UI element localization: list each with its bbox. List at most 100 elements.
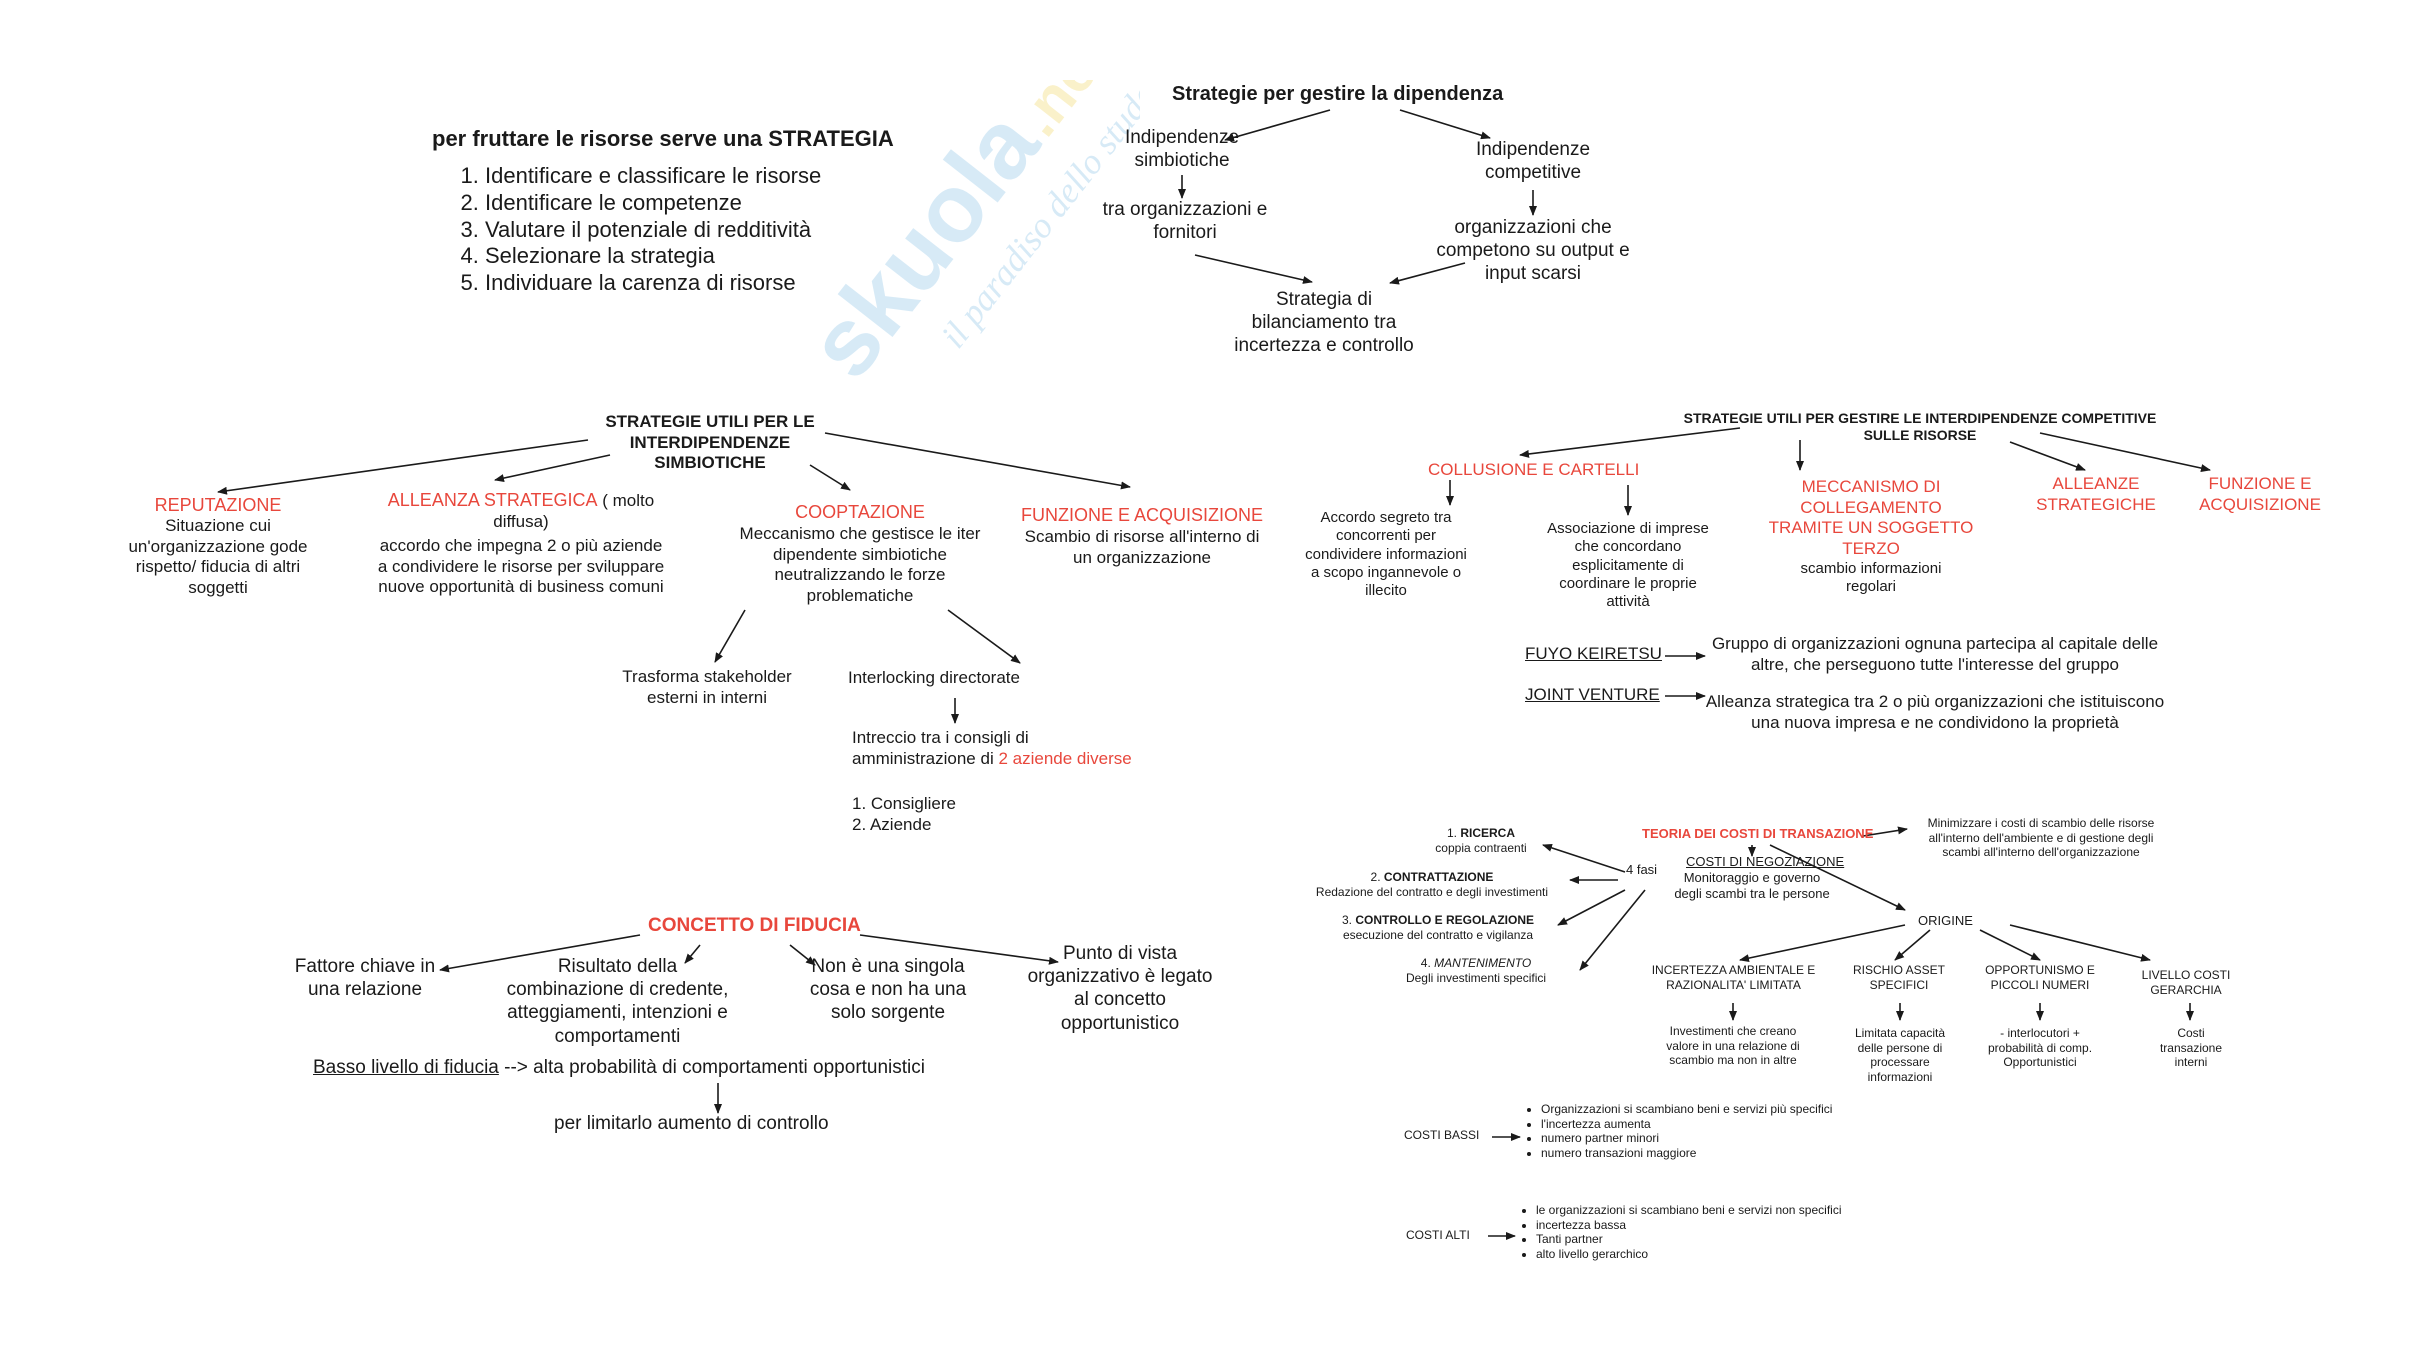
costi-alti-label: COSTI ALTI: [1406, 1228, 1470, 1242]
fiducia-node-4: Punto di vista organizzativo è legato al…: [1027, 943, 1213, 1034]
origine-gerarchia-title: LIVELLO COSTI GERARCHIA: [2141, 968, 2231, 997]
competitive-sub-node: organizzazioni che competono su output e…: [1436, 217, 1630, 285]
meccanismo-title: MECCANISMO DI COLLEGAMENTO TRAMITE UN SO…: [1768, 477, 1974, 559]
competitive-strategies-title: STRATEGIE UTILI PER GESTIRE LE INTERDIPE…: [1683, 410, 2157, 444]
strategy-step: Selezionare la strategia: [485, 243, 821, 270]
arrow-fasi-f1: [1542, 844, 1626, 873]
strategy-step: Identificare le competenze: [485, 190, 821, 217]
jv-label: JOINT VENTURE: [1525, 685, 1660, 704]
costi-bassi-item: numero transazioni maggiore: [1541, 1146, 1832, 1161]
fase-2: 2. CONTRATTAZIONE Redazione del contratt…: [1296, 870, 1568, 899]
dipendenza-title: Strategie per gestire la dipendenza: [1172, 83, 1504, 105]
strategy-step: Valutare il potenziale di redditività: [485, 217, 821, 244]
arrow-orig-o3: [1979, 929, 2041, 961]
collusione-title: COLLUSIONE E CARTELLI: [1428, 460, 1640, 479]
strategy-step: Identificare e classificare le risorse: [485, 163, 821, 190]
fiducia-node-1: Fattore chiave in una relazione: [294, 956, 436, 1001]
arrow-orig-o2: [1894, 929, 1931, 961]
fusione-desc: Scambio di risorse all'interno di un org…: [1024, 527, 1260, 567]
watermark-suffix: .net: [1004, 80, 1122, 148]
bilanciamento-node: Strategia di bilanciamento tra incertezz…: [1234, 289, 1414, 357]
arrow-fasi-f4: [1579, 889, 1646, 971]
basso-livello-label: Basso livello di fiducia: [313, 1057, 499, 1078]
fusione-title: FUNZIONE E ACQUISIZIONE: [1020, 505, 1264, 525]
arrow-coop-interlock: [947, 609, 1021, 664]
intreccio-text: Intreccio tra i consigli di amministrazi…: [852, 728, 1029, 768]
fase-2-label: 2. CONTRATTAZIONE: [1370, 870, 1494, 884]
fase-2-desc: Redazione del contratto e degli investim…: [1315, 884, 1549, 899]
costi-alti-item: le organizzazioni si scambiano beni e se…: [1536, 1203, 1841, 1218]
fase-4-desc: Degli investimenti specifici: [1405, 970, 1547, 985]
quattro-fasi: 4 fasi: [1626, 862, 1658, 877]
arrow-dip-comp: [1399, 109, 1491, 140]
reputazione-desc: Situazione cui un'organizzazione gode ri…: [128, 516, 308, 598]
fuyo-label: FUYO KEIRETSU: [1525, 644, 1662, 663]
fase-1-desc: coppia contraenti: [1435, 840, 1527, 855]
origine-opportunismo-title: OPPORTUNISMO E PICCOLI NUMERI: [1985, 963, 2095, 992]
costi-alti-list: le organizzazioni si scambiano beni e se…: [1518, 1203, 1841, 1262]
fase-1-label: 1. RICERCA: [1446, 826, 1515, 840]
fase-4: 4. MANTENIMENTO Degli investimenti speci…: [1376, 956, 1576, 985]
cooptazione-title: COOPTAZIONE: [795, 502, 925, 522]
costi-bassi-label: COSTI BASSI: [1404, 1128, 1480, 1142]
costi-alti-item: alto livello gerarchico: [1536, 1247, 1841, 1262]
origine-gerarchia-desc: Costi transazione interni: [2159, 1026, 2223, 1070]
tct-title: TEORIA DEI COSTI DI TRANSAZIONE: [1642, 826, 1874, 841]
alleanza-desc: accordo che impegna 2 o più aziende a co…: [377, 536, 665, 597]
jv-desc: Alleanza strategica tra 2 o più organizz…: [1705, 692, 2165, 732]
trasforma-node: Trasforma stakeholder esterni in interni: [622, 667, 792, 707]
costi-bassi-item: Organizzazioni si scambiano beni e servi…: [1541, 1102, 1832, 1117]
costi-alti-item: incertezza bassa: [1536, 1218, 1841, 1233]
arrow-coop-transf: [714, 609, 746, 663]
simbiotiche-sub-node: tra organizzazioni e fornitori: [1102, 199, 1268, 244]
costi-bassi-item: numero partner minori: [1541, 1131, 1832, 1146]
intreccio-list-item: 1. Consigliere: [852, 794, 956, 813]
reputazione-title: REPUTAZIONE: [154, 495, 282, 515]
fase-4-label: 4. MANTENIMENTO: [1420, 956, 1532, 970]
competitive-node: Indipendenze competitive: [1475, 139, 1591, 184]
simbiotiche-node: Indipendenze simbiotiche: [1124, 127, 1240, 172]
origine-opportunismo-desc: - interlocutori + probabilità di comp. O…: [1987, 1026, 2093, 1070]
strategy-heading: per fruttare le risorse serve una STRATE…: [432, 126, 894, 151]
intreccio-node: Intreccio tra i consigli di amministrazi…: [852, 728, 1132, 769]
collusione-desc-2: Associazione di imprese che concordano e…: [1547, 520, 1709, 611]
costi-alti-item: Tanti partner: [1536, 1232, 1841, 1247]
arrow-comp-all: [2009, 441, 2086, 471]
fiducia-title: CONCETTO DI FIDUCIA: [648, 915, 861, 936]
cooptazione-desc: Meccanismo che gestisce le iter dipenden…: [739, 524, 981, 606]
origine-asset-desc: Limitata capacità delle persone di proce…: [1854, 1026, 1946, 1084]
intreccio-list: 1. Consigliere 2. Aziende: [852, 794, 956, 835]
costi-bassi-list: Organizzazioni si scambiano beni e servi…: [1523, 1102, 1832, 1161]
fiducia-node-2: Risultato della combinazione di credente…: [506, 956, 729, 1047]
arrow-simb-fus: [824, 432, 1131, 490]
basso-livello-rest: --> alta probabilità di comportamenti op…: [498, 1057, 926, 1078]
collusione-desc-1: Accordo segreto tra concorrenti per cond…: [1305, 509, 1467, 600]
fase-1: 1. RICERCA coppia contraenti: [1420, 826, 1542, 855]
arrow-simb-rep: [217, 439, 589, 495]
alleanza-note: ( molto diffusa): [493, 491, 655, 531]
origine-incertezza-desc: Investimenti che creano valore in una re…: [1666, 1024, 1800, 1068]
arrow-fasi-f3: [1557, 889, 1626, 926]
arrow-orig-o1: [1739, 924, 1906, 963]
fase-3-desc: esecuzione del contratto e vigilanza: [1342, 927, 1534, 942]
negoziazione-desc: Monitoraggio e governo degli scambi tra …: [1674, 870, 1830, 901]
strategy-step: Individuare la carenza di risorse: [485, 270, 821, 297]
tct-goal: Minimizzare i costi di scambio delle ris…: [1927, 816, 2155, 860]
costi-bassi-item: l'incertezza aumenta: [1541, 1117, 1832, 1132]
origine-asset-title: RISCHIO ASSET SPECIFICI: [1852, 963, 1946, 992]
origine-incertezza-title: INCERTEZZA AMBIENTALE E RAZIONALITA' LIM…: [1651, 963, 1816, 992]
intreccio-list-item: 2. Aziende: [852, 814, 932, 834]
strategy-steps: Identificare e classificare le risorse I…: [457, 163, 821, 297]
negoziazione-title: COSTI DI NEGOZIAZIONE: [1686, 854, 1845, 869]
basso-livello-line: Basso livello di fiducia --> alta probab…: [313, 1056, 925, 1079]
meccanismo-desc: scambio informazioni regolari: [1800, 560, 1942, 596]
alleanza-title: ALLEANZA STRATEGICA: [387, 490, 598, 510]
arrow-orig-o4: [2009, 924, 2151, 962]
fase-3-label: 3. CONTROLLO E REGOLAZIONE: [1341, 913, 1534, 927]
fase-3: 3. CONTROLLO E REGOLAZIONE esecuzione de…: [1322, 913, 1554, 942]
intreccio-highlight: 2 aziende diverse: [998, 748, 1132, 768]
simbiotiche-strategies-title: STRATEGIE UTILI PER LE INTERDIPENDENZE S…: [605, 412, 815, 473]
fusione-competitive-title: FUNZIONE E ACQUISIZIONE: [2199, 474, 2321, 514]
limitarlo-node: per limitarlo aumento di controllo: [554, 1113, 829, 1134]
